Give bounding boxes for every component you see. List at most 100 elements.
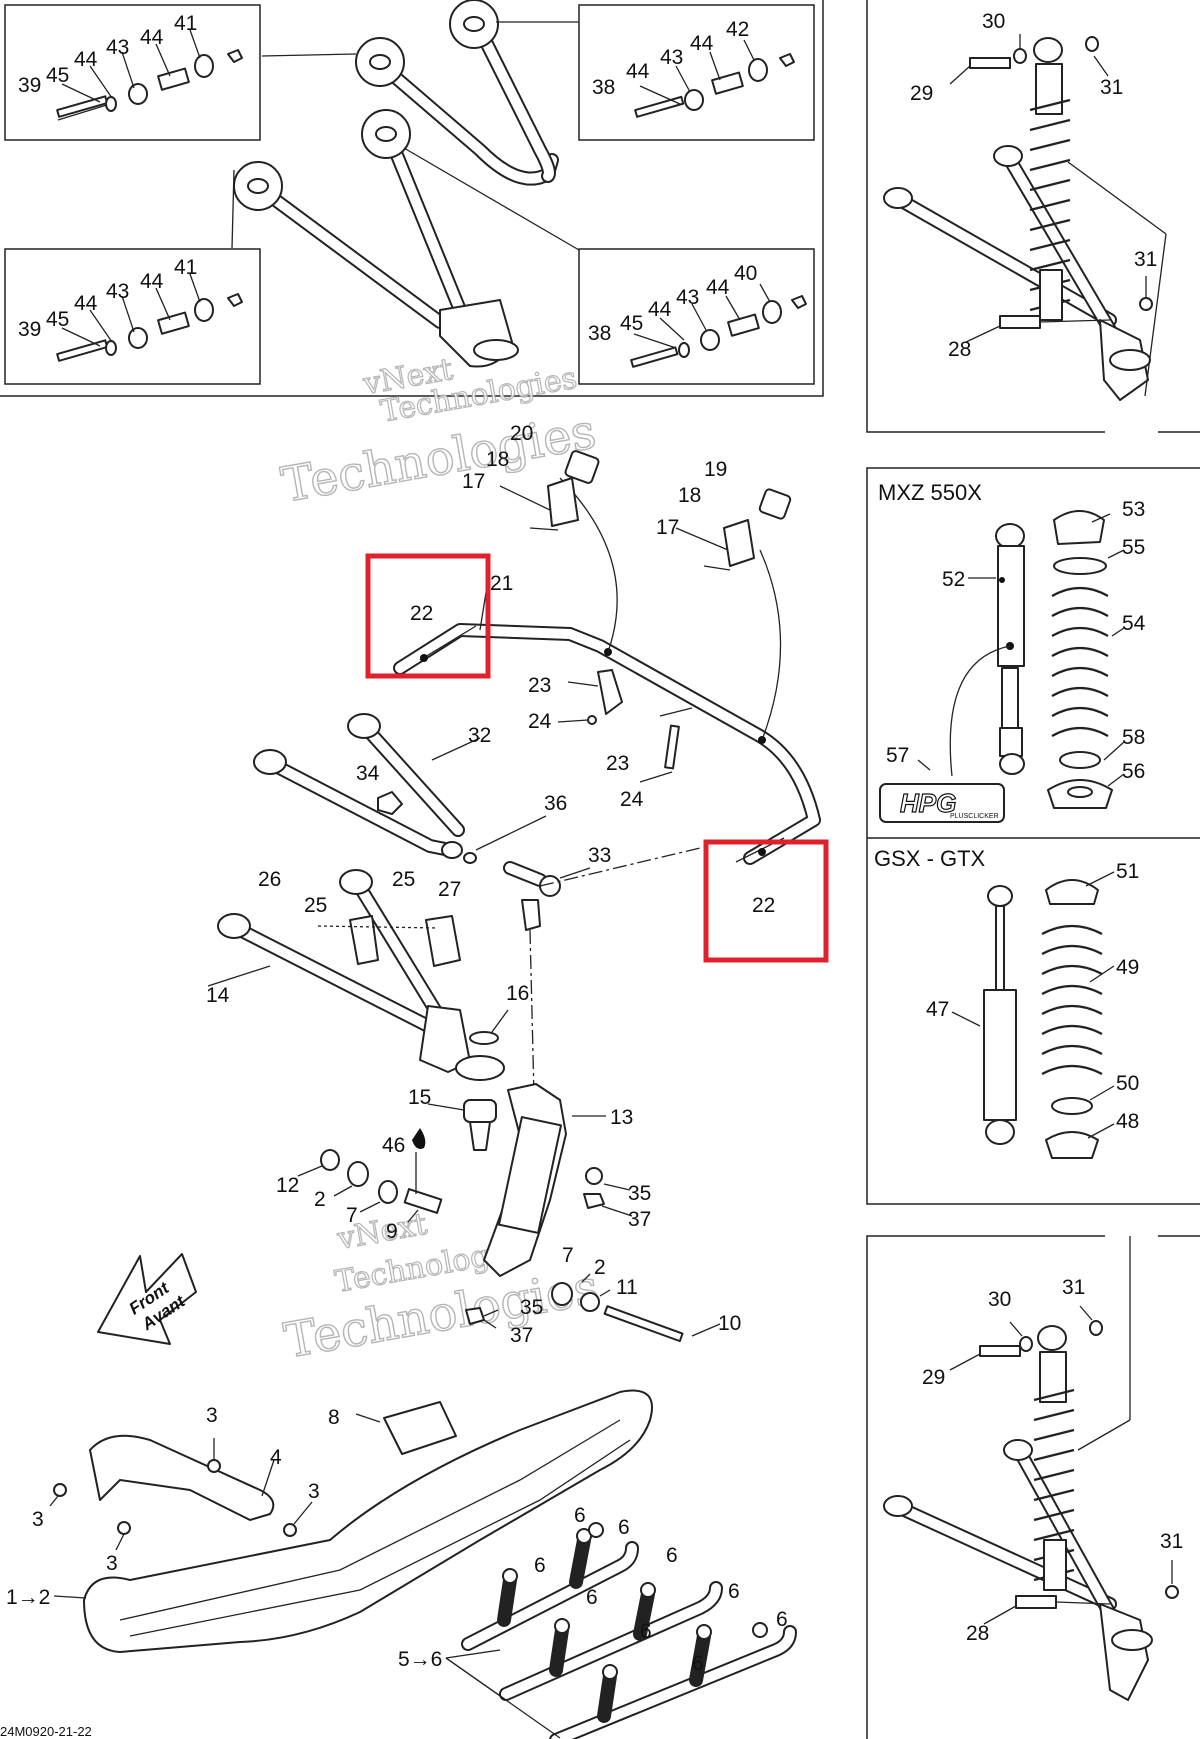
svg-text:54: 54 [1122, 612, 1146, 635]
gsx-variant-labels: 51 49 47 50 48 [926, 860, 1139, 1133]
svg-text:31: 31 [1100, 76, 1123, 99]
svg-text:5→6: 5→6 [398, 1648, 442, 1671]
hardware-inset-top-right [578, 4, 815, 141]
ski-runners [445, 1522, 797, 1739]
svg-text:15: 15 [408, 1086, 431, 1109]
svg-text:2: 2 [314, 1188, 326, 1211]
svg-text:39: 39 [18, 318, 41, 341]
svg-text:29: 29 [922, 1366, 945, 1389]
hardware-inset-bottom-right [578, 248, 815, 385]
svg-text:PLUSCLICKER: PLUSCLICKER [950, 813, 999, 820]
svg-text:49: 49 [1116, 956, 1139, 979]
svg-text:30: 30 [982, 10, 1005, 33]
svg-text:35: 35 [520, 1296, 543, 1319]
shock-assembly-bottom-labels: 30 31 29 31 28 [922, 1276, 1183, 1645]
svg-text:26: 26 [258, 868, 281, 891]
svg-text:14: 14 [206, 984, 230, 1007]
svg-text:39: 39 [18, 74, 41, 97]
gsx-variant: GSX - GTX [874, 846, 1115, 1159]
hardware-inset-bottom-left-labels: 39 45 44 43 44 41 [18, 256, 197, 341]
svg-text:45: 45 [46, 308, 69, 331]
highlight-box-part-22-right [703, 839, 829, 963]
svg-text:2: 2 [594, 1256, 606, 1279]
shock-variants-panel [866, 467, 1200, 1205]
svg-text:47: 47 [926, 998, 949, 1021]
shock-assembly-top-labels: 30 29 31 31 28 [910, 10, 1157, 361]
svg-text:28: 28 [948, 338, 971, 361]
svg-text:7: 7 [562, 1244, 574, 1267]
svg-text:24: 24 [528, 710, 552, 733]
svg-text:57: 57 [886, 744, 909, 767]
svg-text:44: 44 [648, 298, 672, 321]
svg-text:4: 4 [270, 1446, 282, 1469]
svg-text:48: 48 [1116, 1110, 1139, 1133]
svg-text:38: 38 [588, 322, 611, 345]
svg-text:46: 46 [382, 1134, 405, 1157]
svg-text:11: 11 [616, 1276, 638, 1299]
mxz-variant-labels: 53 55 52 54 57 58 56 [886, 498, 1146, 783]
shock-panel-bottom [866, 1235, 1105, 1739]
svg-text:40: 40 [734, 262, 757, 285]
svg-text:32: 32 [468, 724, 491, 747]
svg-text:44: 44 [706, 276, 730, 299]
svg-text:33: 33 [588, 844, 611, 867]
svg-text:56: 56 [1122, 760, 1145, 783]
svg-text:41: 41 [174, 12, 197, 35]
svg-text:23: 23 [606, 752, 629, 775]
svg-text:3: 3 [32, 1508, 44, 1531]
hardware-inset-top-right-labels: 38 44 43 44 42 [592, 18, 749, 99]
svg-text:17: 17 [462, 470, 485, 493]
svg-text:13: 13 [610, 1106, 633, 1129]
svg-text:53: 53 [1122, 498, 1145, 521]
hardware-inset-bottom-right-labels: 38 45 44 43 44 40 [588, 262, 757, 345]
a-arm-section-frame [0, 0, 824, 397]
svg-text:35: 35 [628, 1182, 651, 1205]
svg-text:27: 27 [438, 878, 461, 901]
svg-text:44: 44 [140, 26, 164, 49]
svg-text:1→2: 1→2 [6, 1586, 50, 1609]
svg-text:43: 43 [106, 36, 129, 59]
svg-text:6: 6 [666, 1544, 678, 1567]
svg-text:31: 31 [1062, 1276, 1085, 1299]
svg-text:37: 37 [510, 1324, 533, 1347]
lower-a-arm [207, 869, 509, 1081]
svg-text:44: 44 [74, 48, 98, 71]
shock-panel-top [866, 0, 1105, 433]
hardware-stack-top-right [634, 39, 795, 118]
svg-text:18: 18 [486, 448, 509, 471]
hardware-inset-top-left-labels: 39 45 44 43 44 41 [18, 12, 197, 97]
svg-text:17: 17 [656, 516, 679, 539]
svg-text:43: 43 [660, 46, 683, 69]
svg-text:31: 31 [1160, 1530, 1183, 1553]
ski-assembly [49, 1389, 653, 1653]
svg-text:6: 6 [640, 1620, 652, 1643]
svg-text:34: 34 [356, 762, 380, 785]
svg-text:29: 29 [910, 82, 933, 105]
svg-text:44: 44 [690, 32, 714, 55]
svg-text:25: 25 [392, 868, 415, 891]
svg-text:20: 20 [510, 422, 533, 445]
hardware-stack-top-left [56, 29, 243, 121]
svg-text:HPG: HPG [900, 788, 956, 818]
svg-text:3: 3 [308, 1480, 320, 1503]
svg-text:25: 25 [304, 894, 327, 917]
svg-text:24: 24 [620, 788, 644, 811]
svg-text:45: 45 [46, 64, 69, 87]
svg-text:10: 10 [718, 1312, 741, 1335]
svg-text:19: 19 [704, 458, 727, 481]
svg-text:3: 3 [206, 1404, 218, 1427]
svg-text:41: 41 [174, 256, 197, 279]
gsx-variant-title: GSX - GTX [874, 846, 986, 871]
svg-text:44: 44 [74, 292, 98, 315]
svg-text:6: 6 [534, 1554, 546, 1577]
hardware-inset-bottom-left [4, 248, 261, 385]
a-arm-assembly-top [231, 0, 580, 368]
upper-a-arm [253, 713, 547, 864]
svg-text:44: 44 [140, 270, 164, 293]
shock-assembly-bottom [883, 1236, 1179, 1701]
svg-text:21: 21 [490, 572, 513, 595]
svg-text:28: 28 [966, 1622, 989, 1645]
svg-text:6: 6 [692, 1652, 704, 1675]
